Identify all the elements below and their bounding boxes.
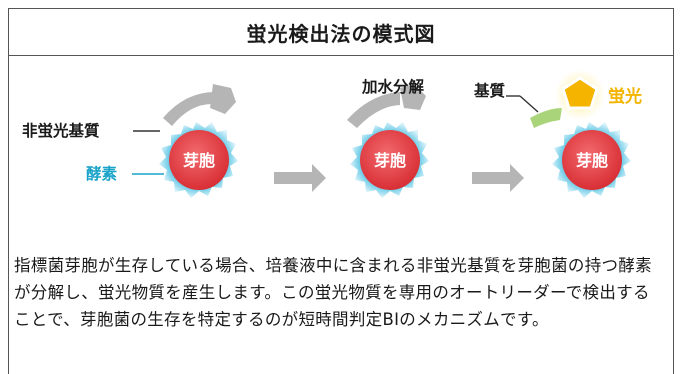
fluorescent-pentagon-icon	[561, 76, 599, 110]
process-arrow-2	[472, 164, 524, 192]
spore-1	[169, 130, 229, 190]
fluorescence-detection-diagram: 芽胞 非蛍光基質 酵素 芽胞 加水分解 芽胞 基質 蛍光	[22, 69, 642, 198]
spore-label-2: 芽胞	[374, 151, 406, 170]
label-substrate: 基質	[473, 81, 505, 100]
green-substrate-shape	[530, 108, 562, 128]
cell-3: 芽胞 基質 蛍光	[473, 69, 642, 198]
process-arrow-1	[274, 164, 326, 192]
description-text: 指標菌芽胞が生存している場合、培養液中に含まれる非蛍光基質を芽胞菌の持つ酵素が分…	[14, 256, 652, 329]
diagram-frame: 蛍光検出法の模式図	[8, 8, 674, 374]
leader-line-base-substrate-diag	[519, 95, 539, 113]
label-non-fluorescent-substrate: 非蛍光基質	[22, 121, 100, 140]
spore-3	[562, 130, 622, 190]
substrate-head-gray-1	[210, 84, 236, 114]
label-fluorescence: 蛍光	[608, 86, 642, 107]
spore-label-1: 芽胞	[183, 151, 215, 170]
spore-label-3: 芽胞	[576, 151, 608, 170]
substrate-head-gray-2	[400, 84, 426, 110]
figure-title: 蛍光検出法の模式図	[9, 9, 673, 56]
non-fluorescent-substrate-shape	[163, 92, 215, 126]
spore-2	[360, 130, 420, 190]
hydrolyzed-substrate-shape	[347, 92, 400, 128]
label-hydrolysis: 加水分解	[361, 77, 425, 96]
label-enzyme: 酵素	[86, 164, 118, 183]
cell-1: 芽胞 非蛍光基質 酵素	[22, 84, 238, 198]
cell-2: 芽胞 加水分解	[347, 77, 429, 198]
